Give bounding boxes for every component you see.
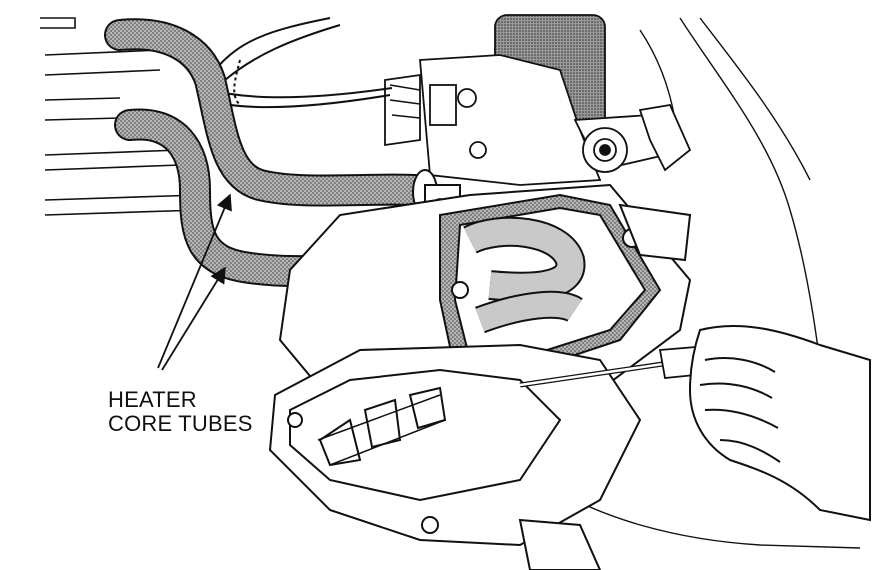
callout-leaders <box>157 193 232 371</box>
blend-door-actuator <box>384 14 692 186</box>
callout-line-1: HEATER <box>108 387 197 412</box>
technician-hand <box>688 325 871 522</box>
heater-core-tubes-callout: HEATER CORE TUBES <box>108 388 253 436</box>
callout-line-2: CORE TUBES <box>108 411 253 436</box>
heater-core-panel <box>268 343 642 570</box>
dashboard-rails <box>40 17 201 216</box>
